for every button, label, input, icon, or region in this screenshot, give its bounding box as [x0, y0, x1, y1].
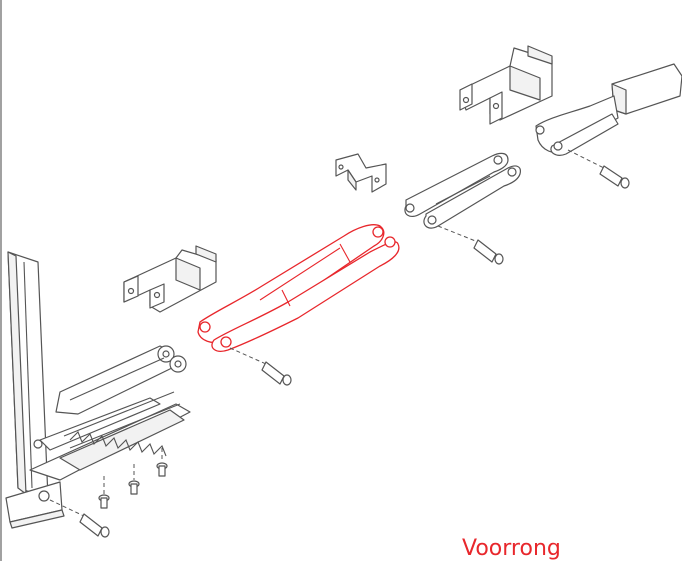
part-caption: Voorrong — [462, 536, 561, 561]
upper-hinge-arm — [535, 63, 682, 156]
bracket-top — [459, 45, 553, 125]
pin-2 — [437, 225, 504, 265]
spring — [63, 391, 181, 457]
pin-3 — [229, 347, 292, 386]
front-hinge-link — [197, 224, 400, 352]
bracket-left — [123, 245, 217, 313]
middle-hinge-link — [404, 152, 521, 229]
screw-1 — [98, 476, 110, 509]
bracket-small — [335, 153, 387, 193]
screw-2 — [128, 464, 140, 495]
pin-4 — [49, 499, 110, 538]
lower-hinge-arm — [55, 345, 187, 415]
hinge-base-assembly — [5, 251, 191, 529]
pin-1 — [567, 149, 630, 189]
screw-3 — [156, 448, 168, 477]
